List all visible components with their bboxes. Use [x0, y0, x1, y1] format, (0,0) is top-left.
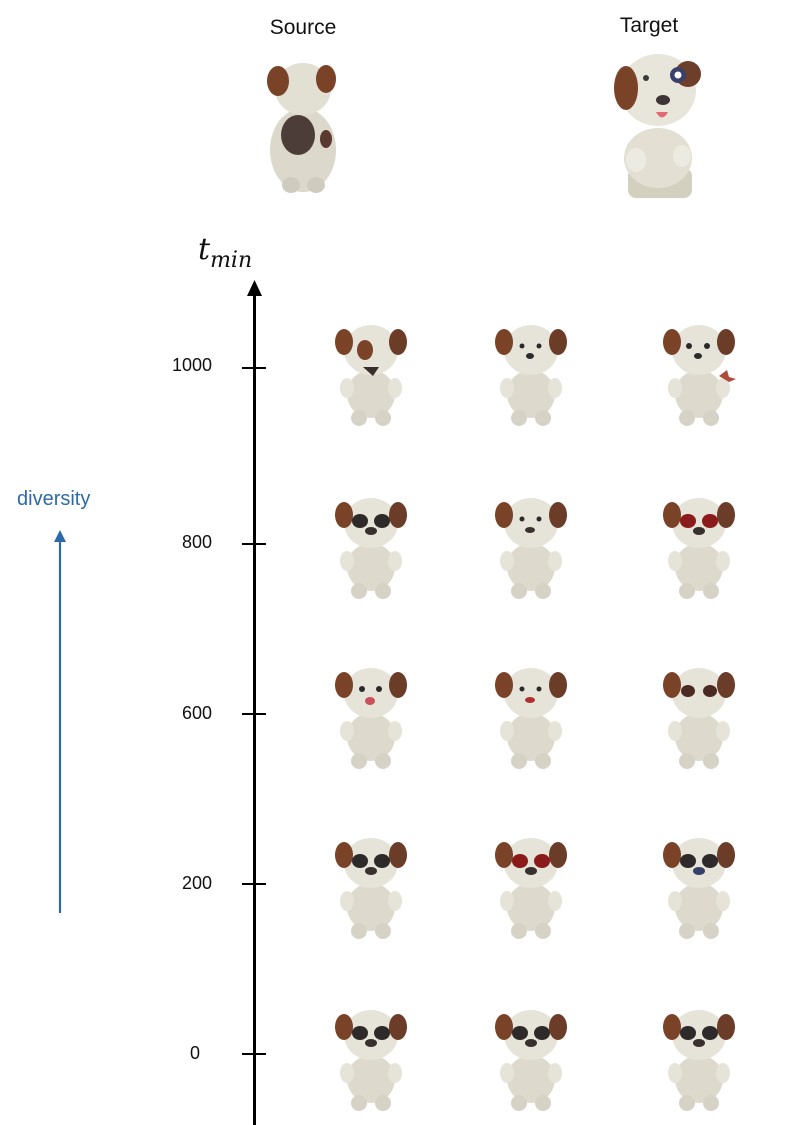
dog-sample-0-b	[495, 1010, 567, 1111]
dog-sample-200-a	[335, 838, 407, 939]
tmin-subscript: min	[210, 248, 253, 273]
dog-sample-200-b	[495, 838, 567, 939]
target-header: Target	[619, 14, 679, 37]
axis-tick-800	[242, 543, 266, 545]
axis-tick-1000	[242, 367, 266, 369]
dog-sample-200-c	[663, 838, 735, 939]
diversity-arrow	[54, 530, 66, 913]
dog-sample-600-b	[495, 668, 567, 769]
axis-arrowhead	[247, 280, 262, 296]
dog-sample-600-c	[663, 668, 735, 769]
dog-sample-1000-a	[335, 325, 407, 426]
source-header: Source	[269, 16, 337, 39]
tick-label-600: 600	[181, 703, 212, 723]
tick-label-1000: 1000	[171, 355, 212, 375]
dog-sample-0-c	[663, 1010, 735, 1111]
axis-tick-200	[242, 883, 266, 885]
tmin-symbol: t	[198, 232, 211, 267]
axis-tick-0	[242, 1053, 266, 1055]
dog-sample-1000-b	[495, 325, 567, 426]
tick-label-800: 800	[181, 532, 212, 552]
axis-tick-600	[242, 713, 266, 715]
dog-sample-800-a	[335, 498, 407, 599]
dog-sample-0-a	[335, 1010, 407, 1111]
diversity-label: diversity	[17, 488, 91, 510]
dog-sample-1000-c	[663, 325, 736, 426]
dog-sample-800-c	[663, 498, 735, 599]
dog-sample-800-b	[495, 498, 567, 599]
target-dog-image	[614, 54, 701, 198]
dog-sample-600-a	[335, 668, 407, 769]
tmin-axis-label: tmin	[198, 232, 252, 273]
tick-label-200: 200	[181, 873, 212, 893]
axis-line	[253, 292, 256, 1125]
tick-label-0: 0	[189, 1043, 200, 1063]
source-dog-image	[267, 63, 336, 193]
